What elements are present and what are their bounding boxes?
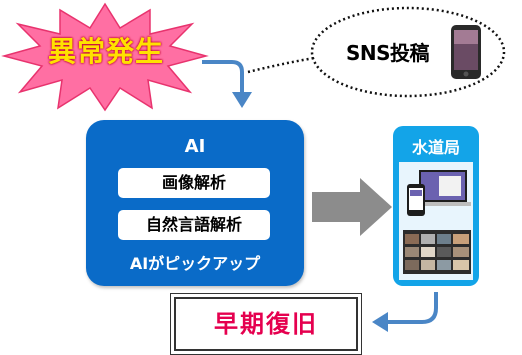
- water-to-recovery-arrow: [386, 292, 438, 324]
- water-utility-card: 水道局: [393, 126, 479, 286]
- image-analysis-label: 画像解析: [118, 168, 270, 198]
- nlp-analysis-label: 自然言語解析: [118, 210, 270, 240]
- sns-dotted-connector: [247, 56, 315, 74]
- sns-post-label: SNS投稿: [346, 41, 430, 65]
- laptop-icon: [407, 170, 471, 216]
- recovery-box: 早期復旧: [174, 297, 358, 351]
- photo-gallery-icon: [403, 230, 471, 274]
- water-utility-title: 水道局: [411, 138, 460, 157]
- water-to-recovery-arrowhead: [372, 312, 388, 332]
- ai-pickup-label: AIがピックアップ: [129, 254, 261, 273]
- recovery-label: 早期復旧: [214, 310, 318, 338]
- phone-icon: [451, 25, 481, 79]
- big-right-arrow-icon: [312, 178, 392, 236]
- ai-title: AI: [184, 136, 206, 157]
- incident-label: 異常発生: [47, 35, 164, 68]
- ai-box: AI 画像解析 自然言語解析 AIがピックアップ: [86, 120, 304, 286]
- incident-starburst: [1, 2, 209, 112]
- incident-to-ai-arrowhead: [232, 92, 252, 108]
